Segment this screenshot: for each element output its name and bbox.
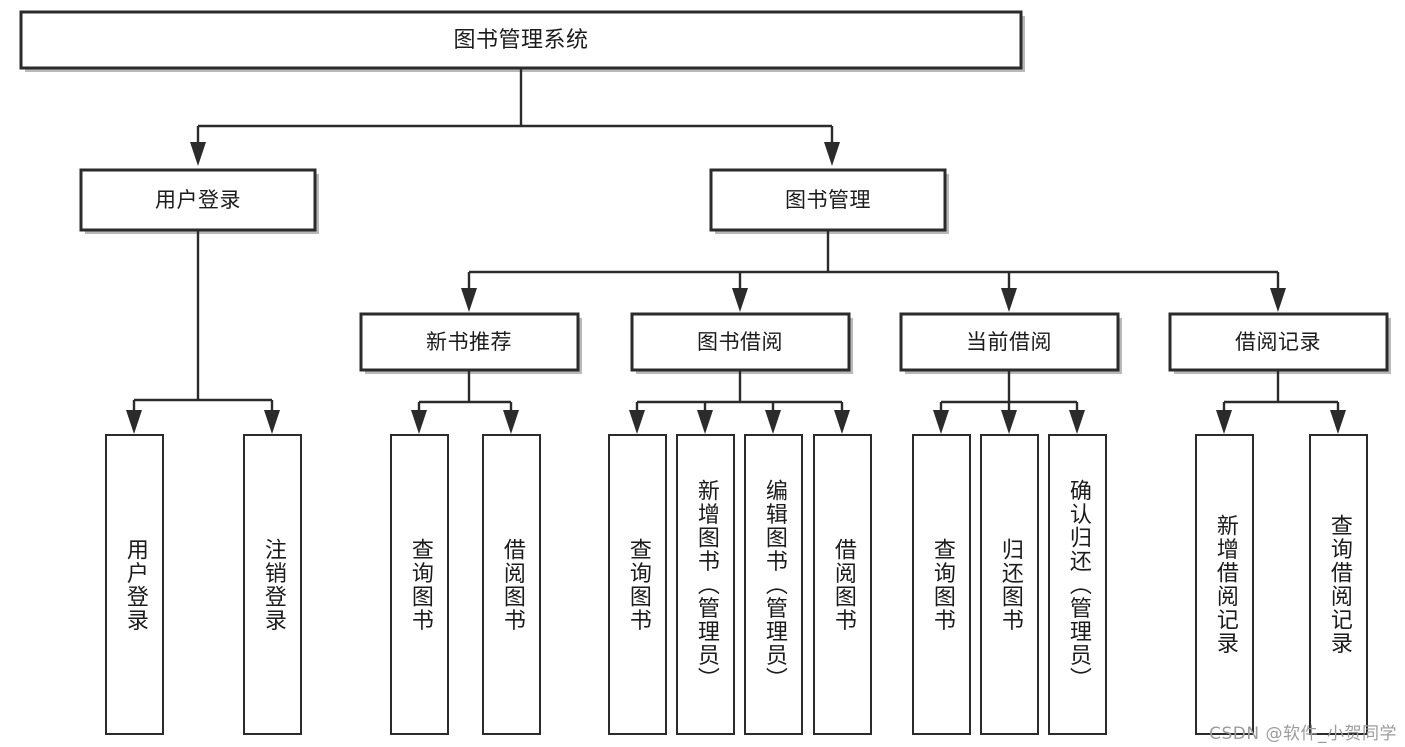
node-root-label: 图书管理系统 (453, 28, 588, 53)
leaf-label: 查询图书 (407, 537, 433, 632)
leaf-book-borrow-4[interactable]: 借阅图书 (813, 434, 872, 735)
leaf-user-login-1[interactable]: 用户登录 (105, 434, 164, 735)
leaf-label: 编辑图书（管理员） (761, 478, 787, 691)
arrow-leaf-bookborrow-3 (765, 410, 781, 434)
arrow-leaf-newbook-1 (411, 410, 427, 434)
arrow-leaf-currentborrow-3 (1069, 410, 1085, 434)
leaf-label: 借阅图书 (830, 537, 856, 632)
arrow-to-borrow-record (1270, 288, 1286, 312)
arrow-to-current-borrow (1001, 288, 1017, 312)
node-new-book-recommend[interactable]: 新书推荐 (359, 312, 582, 374)
leaf-book-borrow-1[interactable]: 查询图书 (608, 434, 667, 735)
leaf-borrow-record-2[interactable]: 查询借阅记录 (1309, 434, 1368, 735)
arrow-leaf-currentborrow-1 (933, 410, 949, 434)
leaf-label: 用户登录 (122, 537, 148, 632)
node-root[interactable]: 图书管理系统 (19, 10, 1025, 72)
node-current-borrow-label: 当前借阅 (966, 330, 1052, 354)
arrow-leaf-user-login-2 (264, 410, 280, 434)
leaf-book-borrow-2[interactable]: 新增图书（管理员） (676, 434, 735, 735)
leaf-current-borrow-1[interactable]: 查询图书 (912, 434, 971, 735)
leaf-label: 借阅图书 (499, 537, 525, 632)
node-borrow-record[interactable]: 借阅记录 (1168, 312, 1391, 374)
leaf-label: 注销登录 (260, 537, 286, 632)
node-user-login-label: 用户登录 (155, 188, 241, 212)
leaf-borrow-record-1[interactable]: 新增借阅记录 (1195, 434, 1254, 735)
leaf-book-borrow-3[interactable]: 编辑图书（管理员） (744, 434, 803, 735)
arrow-leaf-newbook-2 (503, 410, 519, 434)
arrow-to-book-management (824, 142, 840, 166)
node-book-borrow-label: 图书借阅 (697, 330, 783, 354)
arrow-to-new-book-recommend (461, 288, 477, 312)
leaf-label: 确认归还（管理员） (1065, 478, 1091, 691)
arrow-to-user-login (190, 142, 206, 166)
node-book-management-label: 图书管理 (785, 188, 871, 212)
node-borrow-record-label: 借阅记录 (1235, 330, 1321, 354)
leaf-label: 新增图书（管理员） (693, 478, 719, 691)
leaf-new-book-recommend-2[interactable]: 借阅图书 (482, 434, 541, 735)
arrow-leaf-bookborrow-1 (629, 410, 645, 434)
arrow-leaf-bookborrow-2 (697, 410, 713, 434)
arrow-leaf-bookborrow-4 (834, 410, 850, 434)
leaf-label: 归还图书 (997, 537, 1023, 632)
leaf-label: 查询借阅记录 (1326, 514, 1352, 655)
arrow-to-book-borrow (732, 288, 748, 312)
leaf-label: 查询图书 (625, 537, 651, 632)
node-user-login[interactable]: 用户登录 (79, 168, 319, 234)
arrow-leaf-borrowrecord-2 (1330, 410, 1346, 434)
leaf-label: 查询图书 (929, 537, 955, 632)
leaf-current-borrow-2[interactable]: 归还图书 (980, 434, 1039, 735)
leaf-new-book-recommend-1[interactable]: 查询图书 (390, 434, 449, 735)
leaf-user-login-2[interactable]: 注销登录 (243, 434, 302, 735)
leaf-current-borrow-3[interactable]: 确认归还（管理员） (1048, 434, 1107, 735)
node-current-borrow[interactable]: 当前借阅 (899, 312, 1122, 374)
arrow-leaf-currentborrow-2 (1001, 410, 1017, 434)
arrow-leaf-borrowrecord-1 (1216, 410, 1232, 434)
leaf-label: 新增借阅记录 (1212, 514, 1238, 655)
node-book-management[interactable]: 图书管理 (709, 168, 949, 234)
arrow-leaf-user-login-1 (126, 410, 142, 434)
node-new-book-recommend-label: 新书推荐 (426, 330, 512, 354)
node-book-borrow[interactable]: 图书借阅 (630, 312, 853, 374)
